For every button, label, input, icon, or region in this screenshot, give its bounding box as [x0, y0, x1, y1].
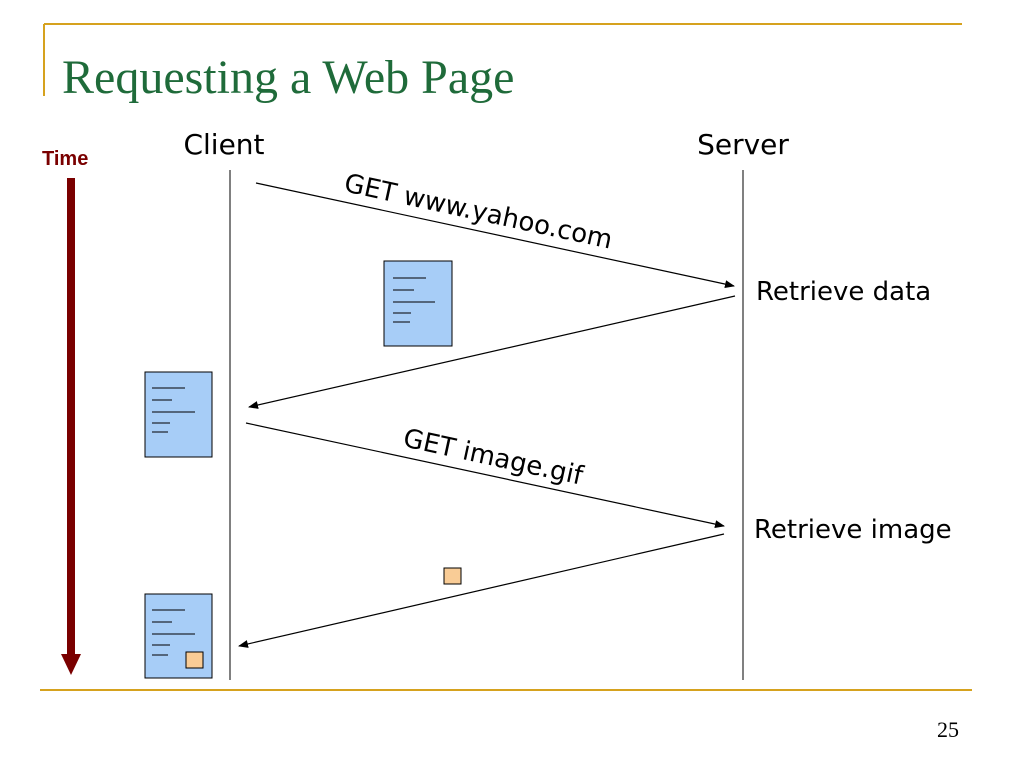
server-action-1: Retrieve data	[756, 277, 931, 307]
document-icon	[144, 371, 213, 458]
request-arrow-2	[245, 422, 725, 529]
document-icon	[383, 260, 453, 347]
time-label: Time	[42, 148, 88, 170]
client-label: Client	[183, 128, 264, 161]
response-arrow-2	[238, 533, 725, 648]
time-arrow-head	[61, 654, 81, 675]
document-with-image-icon	[144, 593, 213, 679]
page-number: 25	[937, 717, 959, 742]
image-icon	[443, 567, 462, 585]
server-label: Server	[697, 128, 789, 161]
slide-title: Requesting a Web Page	[62, 51, 514, 104]
request-arrow-1	[255, 182, 735, 289]
request-label-2: GET image.gif	[401, 424, 587, 492]
time-arrow-shaft	[67, 178, 75, 656]
request-label-1: GET www.yahoo.com	[342, 169, 616, 256]
response-arrow-1	[248, 295, 736, 409]
server-action-2: Retrieve image	[754, 515, 952, 545]
